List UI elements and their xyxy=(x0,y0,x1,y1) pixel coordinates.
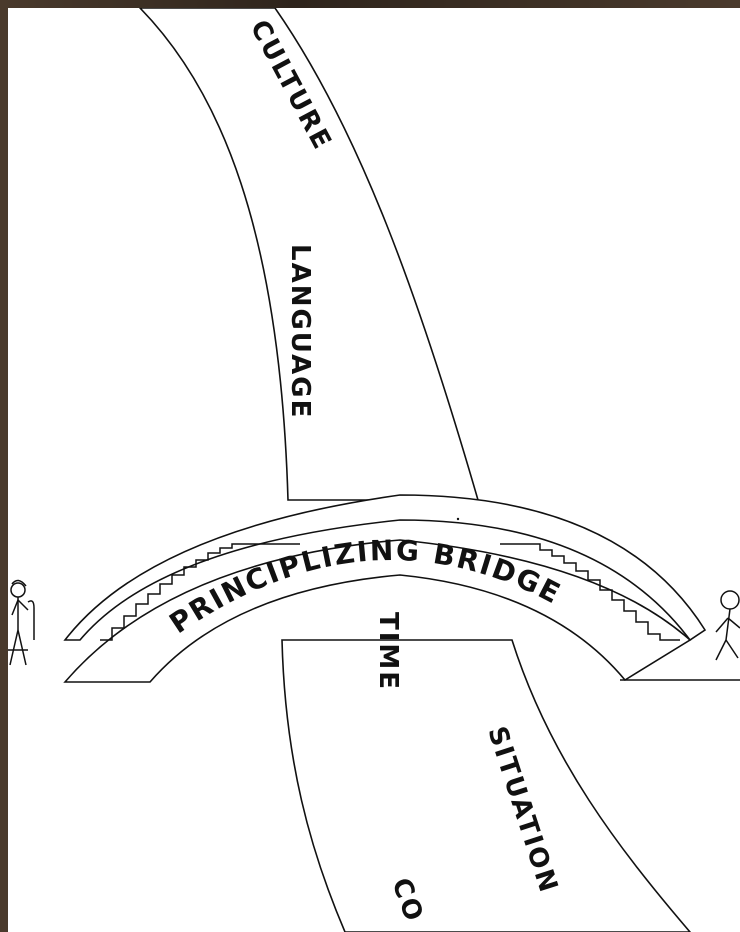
diagram-canvas: CULTURE LANGUAGE PRINCIPLIZING BRIDGE TI… xyxy=(8,8,740,932)
language-label: LANGUAGE xyxy=(285,244,315,419)
right-figure-icon xyxy=(716,591,740,660)
principlizing-bridge-diagram: CULTURE LANGUAGE PRINCIPLIZING BRIDGE TI… xyxy=(8,8,740,932)
time-label: TIME xyxy=(373,612,403,691)
river-lower-band xyxy=(282,640,690,932)
left-figure-icon xyxy=(8,580,34,665)
speck-mark xyxy=(457,518,459,520)
